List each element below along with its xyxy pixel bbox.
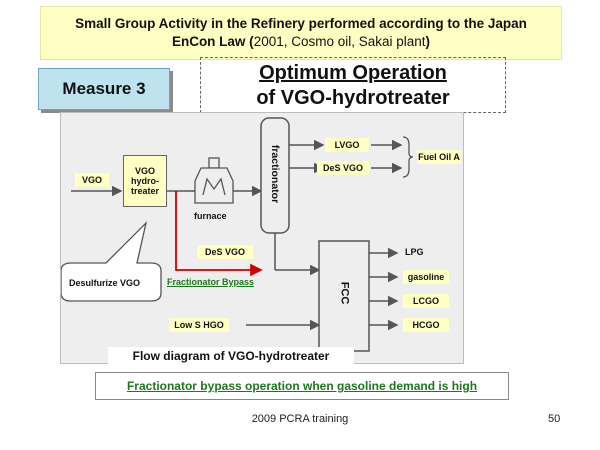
fuel-oil-brace xyxy=(402,136,414,178)
title-line-1: Optimum Operation xyxy=(259,62,447,84)
fractionator-label: fractionator xyxy=(269,144,281,203)
hcgo-label: HCGO xyxy=(403,318,449,332)
title-line-2: of VGO-hydrotreater xyxy=(256,87,450,109)
fcc-label: FCC xyxy=(337,281,350,305)
desulfurize-callout xyxy=(61,220,162,302)
header-line-1: Small Group Activity in the Refinery per… xyxy=(75,16,527,31)
footer-text: 2009 PCRA training xyxy=(251,413,349,425)
lvgo-label: LVGO xyxy=(325,138,369,152)
lpg-label: LPG xyxy=(405,247,424,257)
fuel-oil-a-label: Fuel Oil A xyxy=(417,150,461,164)
gasoline-label: gasoline xyxy=(403,270,449,284)
slide-header: Small Group Activity in the Refinery per… xyxy=(40,6,562,60)
header-line-2: EnCon Law (2001, Cosmo oil, Sakai plant) xyxy=(171,34,431,49)
des-vgo-top-label: DeS VGO xyxy=(317,161,369,175)
page-number: 50 xyxy=(548,413,561,425)
vgo-hydrotreater-box: VGO hydro- treater xyxy=(123,155,167,207)
slide-title: Optimum Operation of VGO-hydrotreater xyxy=(200,57,506,113)
furnace-symbol xyxy=(194,157,234,204)
vgo-label: VGO xyxy=(75,173,109,187)
des-vgo-mid-label: DeS VGO xyxy=(197,245,253,259)
bypass-line xyxy=(175,191,263,277)
flow-diagram: VGO VGO hydro- treater furnace fractiona… xyxy=(60,112,464,364)
low-s-hgo-label: Low S HGO xyxy=(169,318,229,332)
fractionator-bypass-label: Fractionator Bypass xyxy=(167,277,255,287)
fcc-unit xyxy=(318,240,370,352)
bypass-note: Fractionator bypass operation when gasol… xyxy=(95,372,509,400)
lcgo-label: LCGO xyxy=(403,294,449,308)
measure-label: Measure 3 xyxy=(38,68,170,110)
furnace-label: furnace xyxy=(194,211,227,221)
flow-lines xyxy=(61,117,414,352)
flow-diagram-caption: Flow diagram of VGO-hydrotreater xyxy=(108,347,354,364)
desulfurize-vgo-label: Desulfurize VGO xyxy=(69,278,141,288)
